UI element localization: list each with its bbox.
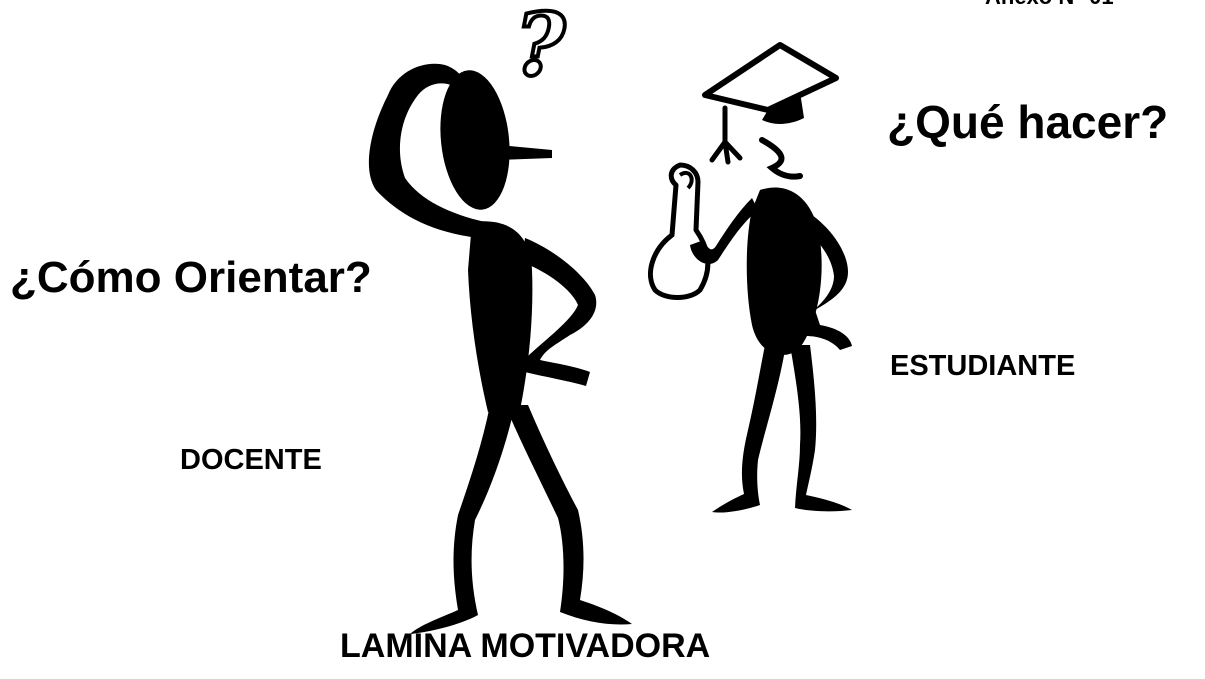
student-figure (648, 42, 852, 513)
sheet-caption: LAMINA MOTIVADORA (340, 627, 711, 665)
student-label: ESTUDIANTE (890, 350, 1076, 382)
question-mark-icon: ? (515, 0, 567, 96)
teacher-question: ¿Cómo Orientar? (10, 253, 372, 302)
teacher-label: DOCENTE (180, 444, 322, 476)
student-face (759, 137, 803, 180)
graduation-cap-icon (702, 42, 839, 113)
student-torso (746, 187, 822, 356)
student-leg-right (790, 345, 852, 512)
teacher-leg-right (505, 405, 632, 625)
student-arm-back (804, 215, 852, 350)
teacher-figure: ? (368, 0, 632, 634)
teacher-nose (498, 145, 552, 160)
teacher-torso (468, 221, 533, 412)
student-leg-left (712, 345, 785, 513)
teacher-arm-hip (522, 238, 597, 386)
diploma-icon (648, 162, 711, 300)
teacher-arm-raised (368, 63, 485, 238)
graduation-cap-crown (762, 92, 804, 124)
teacher-leg-left (410, 405, 515, 634)
diploma-curl (678, 170, 694, 190)
annex-label: Anexo N° 01 (985, 0, 1114, 10)
tassel-icon (709, 105, 743, 165)
teacher-head (440, 70, 510, 210)
student-question: ¿Qué hacer? (887, 96, 1169, 148)
